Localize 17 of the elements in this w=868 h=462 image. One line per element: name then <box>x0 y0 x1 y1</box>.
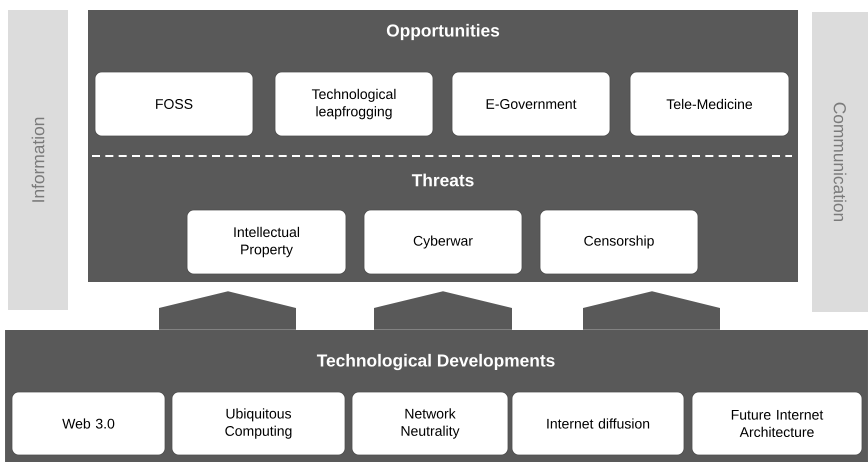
text-box: Cyberwar <box>364 210 522 274</box>
text-box: Tele-Medicine <box>630 72 790 136</box>
text-box: FOSS <box>94 72 254 136</box>
text-box: Censorship <box>540 210 698 274</box>
text-box: Network Neutrality <box>352 392 508 456</box>
text-box: Web 3.0 <box>12 392 166 456</box>
text-box: E-Government <box>452 72 610 136</box>
text-box: Technological leapfrogging <box>274 72 434 136</box>
block-arrow <box>583 291 720 330</box>
text-box: Future Internet Architecture <box>692 392 862 456</box>
side-band: Information <box>8 10 68 310</box>
side-band: Communication <box>812 12 868 312</box>
text-box: Ubiquitous Computing <box>172 392 346 456</box>
block-arrow <box>374 291 512 330</box>
block-arrow <box>159 291 296 330</box>
text-box: Intellectual Property <box>186 210 346 274</box>
text-box: Internet diffusion <box>512 392 684 456</box>
